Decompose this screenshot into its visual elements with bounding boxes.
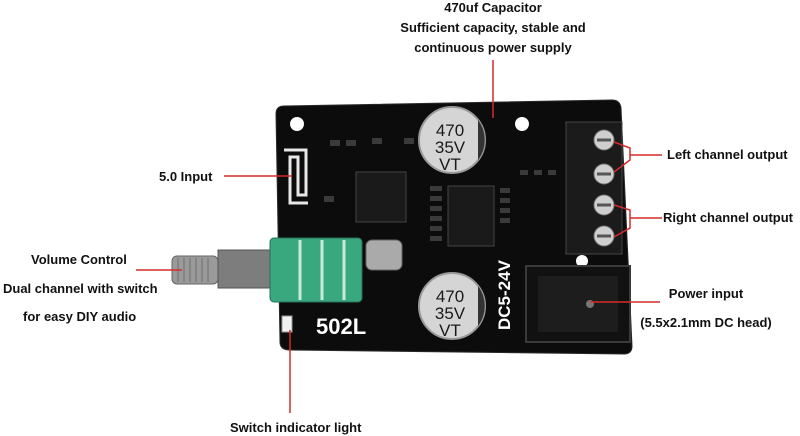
callout-lines	[136, 60, 662, 413]
capacitor-callout-desc-1: Sufficient capacity, stable and	[400, 20, 586, 35]
crystal	[365, 239, 403, 271]
switch-light-callout: Switch indicator light	[230, 420, 362, 435]
power-spec-callout: (5.5x2.1mm DC head)	[640, 315, 772, 330]
mount-hole	[290, 117, 304, 131]
power-input-callout: Power input	[668, 286, 744, 301]
mount-hole	[576, 255, 588, 267]
board-voltage: DC5-24V	[495, 259, 514, 330]
input-5-0-callout: 5.0 Input	[159, 169, 213, 184]
volume-callout-line-2: Dual channel with switch	[3, 281, 158, 296]
antenna-trace	[284, 148, 308, 205]
switch-led	[281, 315, 293, 333]
amplifier-chip	[447, 185, 495, 247]
cap-bottom-value: 470	[436, 287, 464, 306]
cap-top-voltage: 35V	[435, 138, 466, 157]
mount-hole	[515, 117, 529, 131]
volume-potentiometer	[171, 237, 363, 303]
bluetooth-chip	[355, 171, 407, 223]
volume-callout-line-3: for easy DIY audio	[23, 309, 137, 324]
capacitor-callout-title: 470uf Capacitor	[444, 0, 542, 15]
right-channel-callout: Right channel output	[663, 210, 793, 225]
cap-top-value: 470	[436, 121, 464, 140]
volume-callout-title: Volume Control	[31, 252, 127, 267]
cap-bottom-voltage: 35V	[435, 304, 466, 323]
capacitor-callout-desc-2: continuous power supply	[414, 40, 572, 55]
capacitor-top	[418, 106, 486, 174]
capacitor-bottom	[418, 272, 486, 340]
board-model: 502L	[316, 314, 366, 339]
cap-top-series: VT	[439, 155, 461, 174]
left-channel-callout: Left channel output	[667, 147, 788, 162]
cap-bottom-series: VT	[439, 321, 461, 340]
